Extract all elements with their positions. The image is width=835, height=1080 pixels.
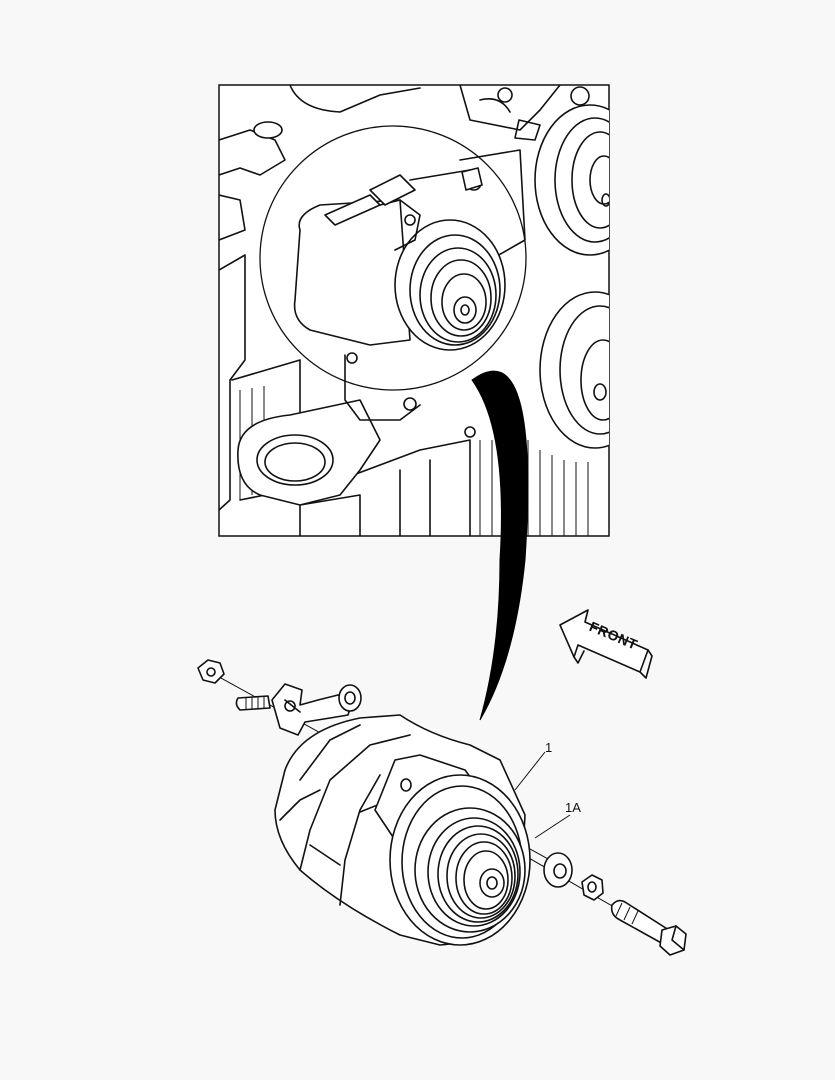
engine-drawing	[219, 85, 609, 536]
upper-nut	[197, 659, 225, 684]
lifting-eye	[237, 399, 381, 506]
detail-leader-wedge	[471, 370, 529, 721]
detail-focus-circle	[259, 125, 527, 391]
crank-pulley-lower	[539, 291, 609, 449]
alternator	[274, 714, 531, 946]
crank-pulley-upper	[534, 104, 609, 256]
adjuster-link	[271, 683, 362, 736]
callout-1-label: 1	[545, 740, 552, 755]
upper-stud	[235, 695, 271, 711]
engine-detail-inset	[218, 84, 610, 537]
detail-adjuster-bolt	[324, 167, 483, 226]
exploded-view: 1 1A	[197, 659, 687, 956]
front-direction-arrow: FRONT	[559, 609, 653, 679]
lower-bolt	[610, 899, 687, 956]
spacer	[543, 852, 573, 888]
callout-alternator: 1	[514, 740, 552, 791]
lower-nut	[581, 874, 604, 901]
alternator-in-situ	[293, 199, 506, 351]
alternator-pulley	[414, 807, 526, 933]
callout-spacer: 1A	[534, 800, 581, 839]
callout-1a-label: 1A	[565, 800, 581, 815]
